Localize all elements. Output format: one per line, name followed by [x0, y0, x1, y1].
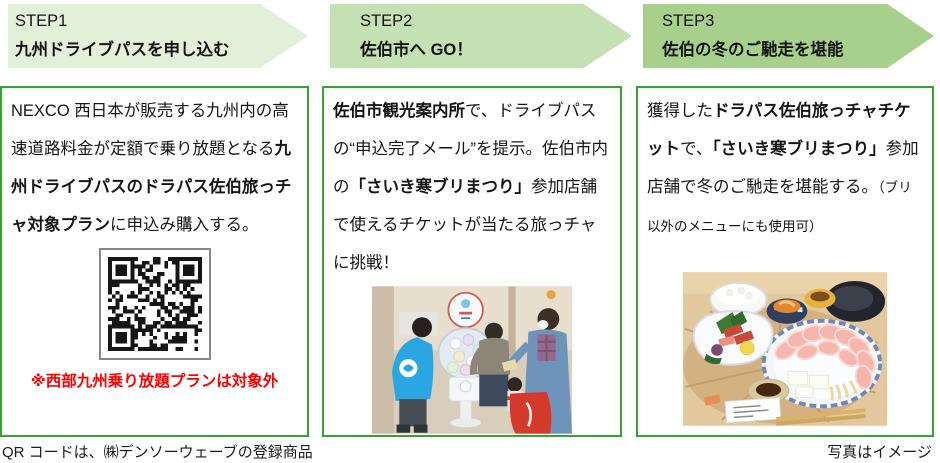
step3-label: STEP3: [662, 12, 715, 30]
qr-code-image: [107, 257, 202, 351]
step1-title: 九州ドライブパスを申し込む: [15, 41, 230, 59]
step3-arrow: STEP3 佐伯の冬のご馳走を堪能: [643, 4, 934, 68]
step2-column: STEP2 佐伯市へ GO！ 佐伯市観光案内所で、ドライブパスの“申込完了メール…: [322, 0, 632, 463]
qr-code: [98, 248, 211, 360]
step2-box: 佐伯市観光案内所で、ドライブパスの“申込完了メール”を提示。佐伯市内の「さいき寒…: [322, 86, 622, 437]
step3-title: 佐伯の冬のご馳走を堪能: [662, 41, 844, 59]
step2-photo: [372, 286, 572, 434]
photo-disclaimer-footnote: 写真はイメージ: [827, 444, 932, 461]
step1-label: STEP1: [15, 12, 68, 30]
step1-exclusion-note: ※西部九州乗り放題プランは対象外: [30, 373, 279, 390]
step3-box: 獲得したドラパス佐伯旅っチャチケットで、「さいき寒ブリまつり」参加店舗で冬のご馳…: [636, 86, 934, 437]
step3-photo: [683, 272, 887, 426]
step1-arrow: STEP1 九州ドライブパスを申し込む: [8, 4, 308, 68]
step2-arrow: STEP2 佐伯市へ GO！: [330, 4, 632, 68]
step1-description: NEXCO 西日本が販売する九州内の高速道路料金が定額で乗り放題となる九州ドライ…: [11, 102, 292, 234]
step3-description: 獲得したドラパス佐伯旅っチャチケットで、「さいき寒ブリまつり」参加店舗で冬のご馳…: [647, 102, 919, 234]
qr-trademark-footnote: QR コードは、㈱デンソーウェーブの登録商品: [2, 444, 313, 461]
step3-column: STEP3 佐伯の冬のご馳走を堪能 獲得したドラパス佐伯旅っチャチケットで、「さ…: [636, 0, 934, 463]
step1-box: NEXCO 西日本が販売する九州内の高速道路料金が定額で乗り放題となる九州ドライ…: [0, 86, 309, 437]
step1-column: STEP1 九州ドライブパスを申し込む NEXCO 西日本が販売する九州内の高速…: [0, 0, 309, 463]
step2-description: 佐伯市観光案内所で、ドライブパスの“申込完了メール”を提示。佐伯市内の「さいき寒…: [333, 102, 608, 272]
step2-label: STEP2: [360, 12, 413, 30]
step2-title: 佐伯市へ GO！: [360, 41, 473, 59]
